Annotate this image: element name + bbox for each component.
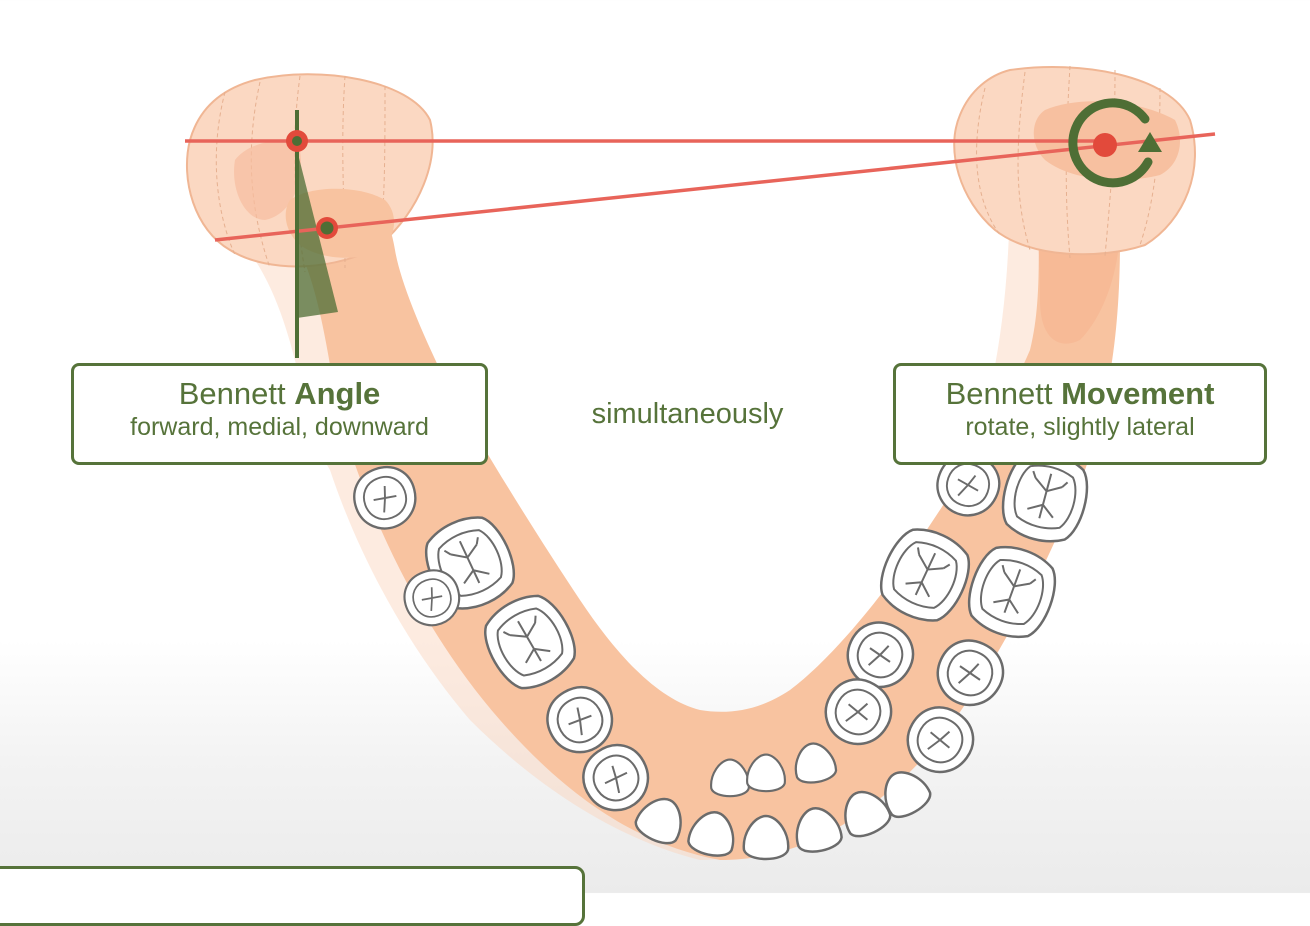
bennett-angle-label: Bennett Angle forward, medial, downward [71, 363, 488, 465]
bennett-angle-prefix: Bennett [178, 376, 286, 411]
condyle-point-right [1093, 133, 1117, 157]
bennett-angle-subtitle: forward, medial, downward [130, 413, 429, 441]
mandible-diagram [185, 65, 1216, 861]
rotation-arrow-icon [1068, 98, 1162, 188]
rotation-axis-lines [185, 132, 1216, 242]
condyle-point-left-lower [316, 217, 338, 239]
bennett-angle-strong: Angle [294, 376, 381, 411]
simultaneously-text: simultaneously [591, 398, 784, 430]
axis-line-lower [214, 132, 1216, 242]
left-condyle [186, 73, 434, 318]
bennett-movement-strong: Movement [1061, 376, 1215, 411]
bottom-caption-box [0, 866, 585, 926]
bennett-movement-prefix: Bennett [945, 376, 1053, 411]
bennett-movement-subtitle: rotate, slightly lateral [965, 413, 1195, 441]
bennett-movement-label: Bennett Movement rotate, slightly latera… [893, 363, 1267, 465]
condyle-point-left-upper [286, 130, 308, 152]
